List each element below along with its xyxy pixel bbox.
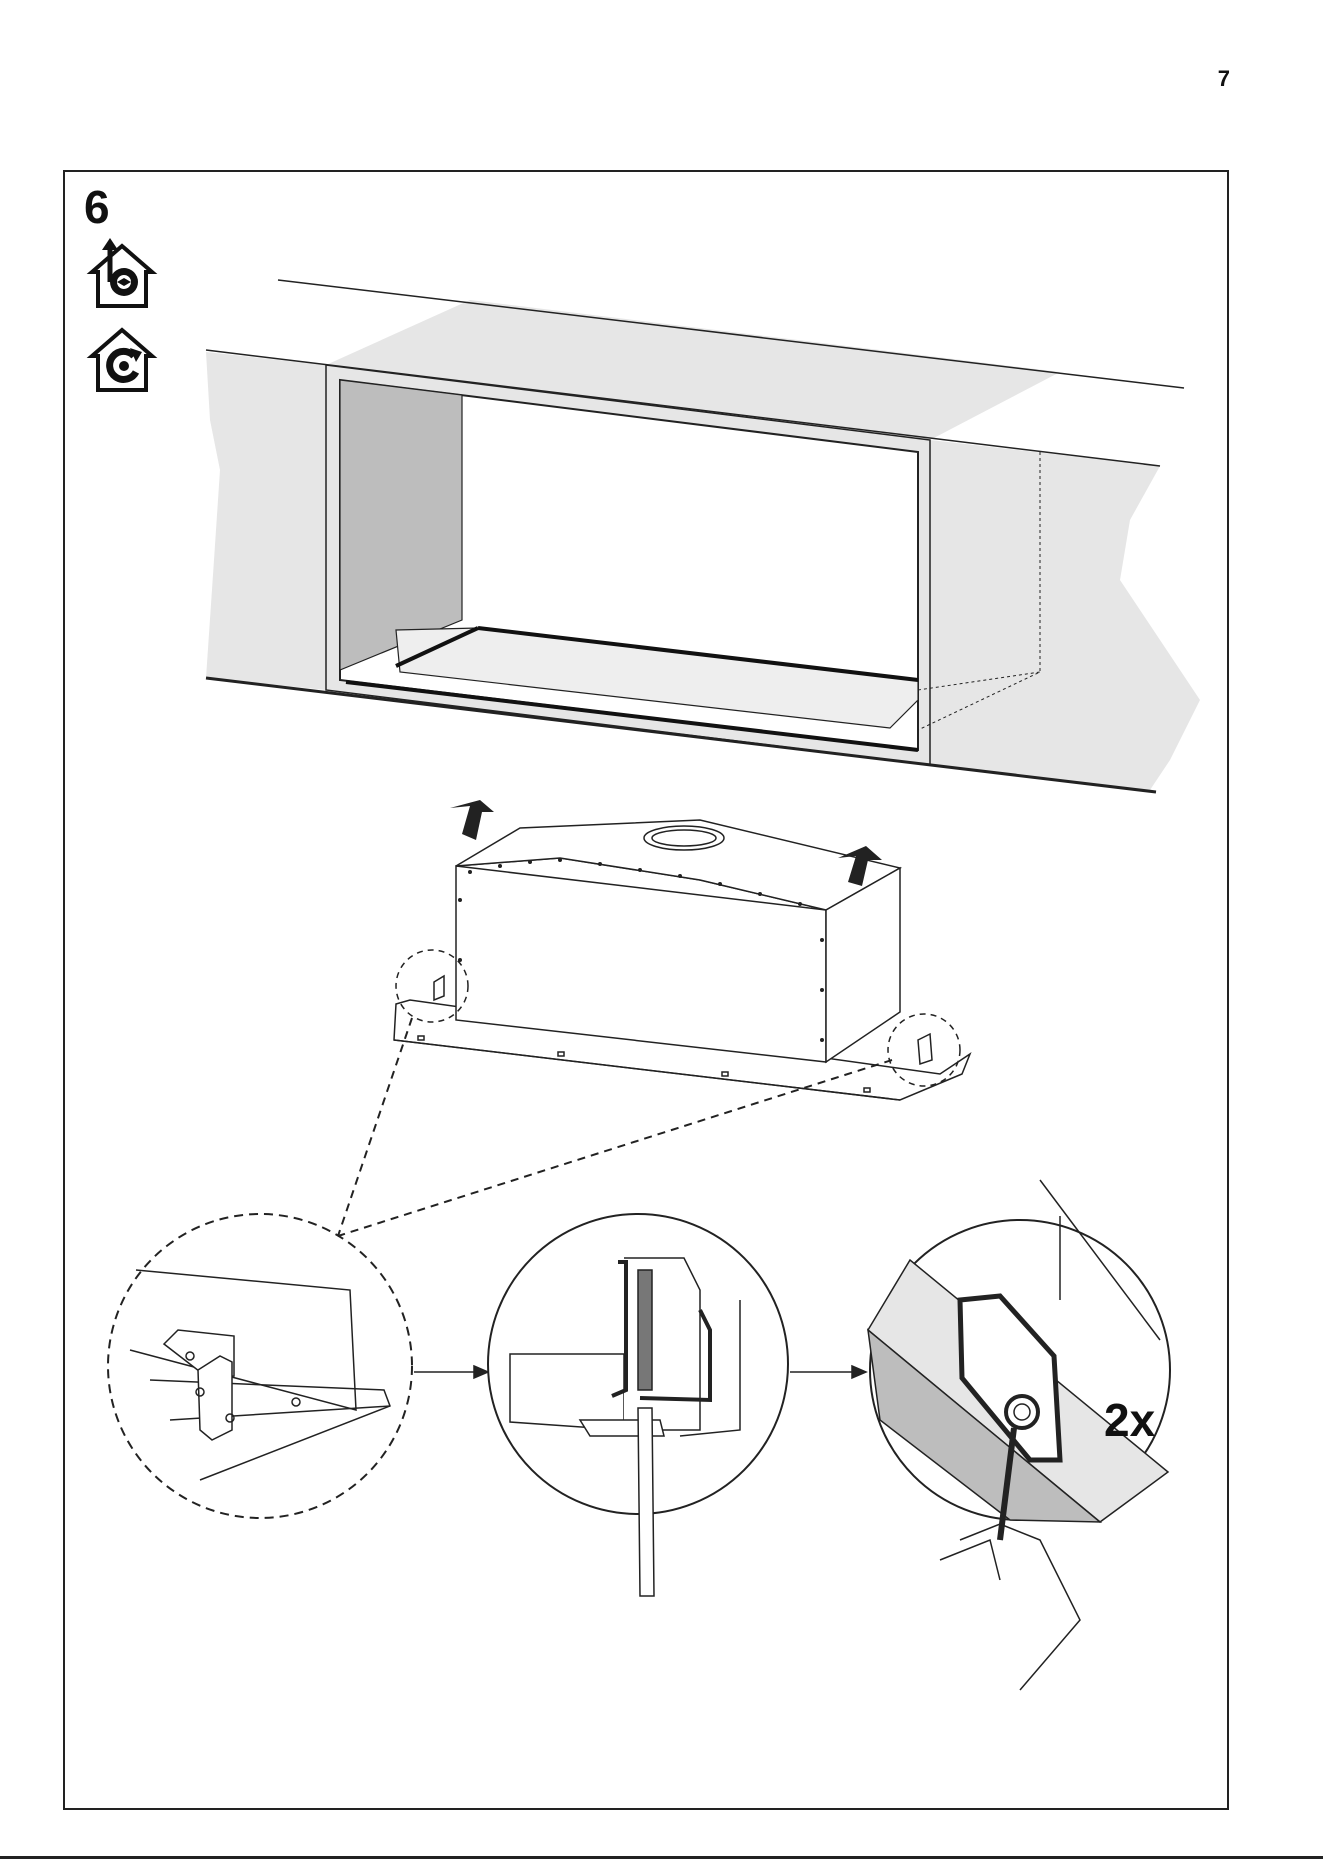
quantity-label: 2x	[1104, 1393, 1155, 1447]
cabinet-drawing	[206, 280, 1200, 792]
bottom-rule	[0, 1856, 1323, 1859]
right-arrow-icon	[414, 1366, 488, 1378]
hood-unit-drawing	[394, 820, 970, 1100]
bracket-detail	[108, 1214, 412, 1518]
up-arrow-icon	[450, 800, 494, 840]
right-arrow-icon	[790, 1366, 866, 1378]
cross-section-detail	[488, 1214, 788, 1596]
